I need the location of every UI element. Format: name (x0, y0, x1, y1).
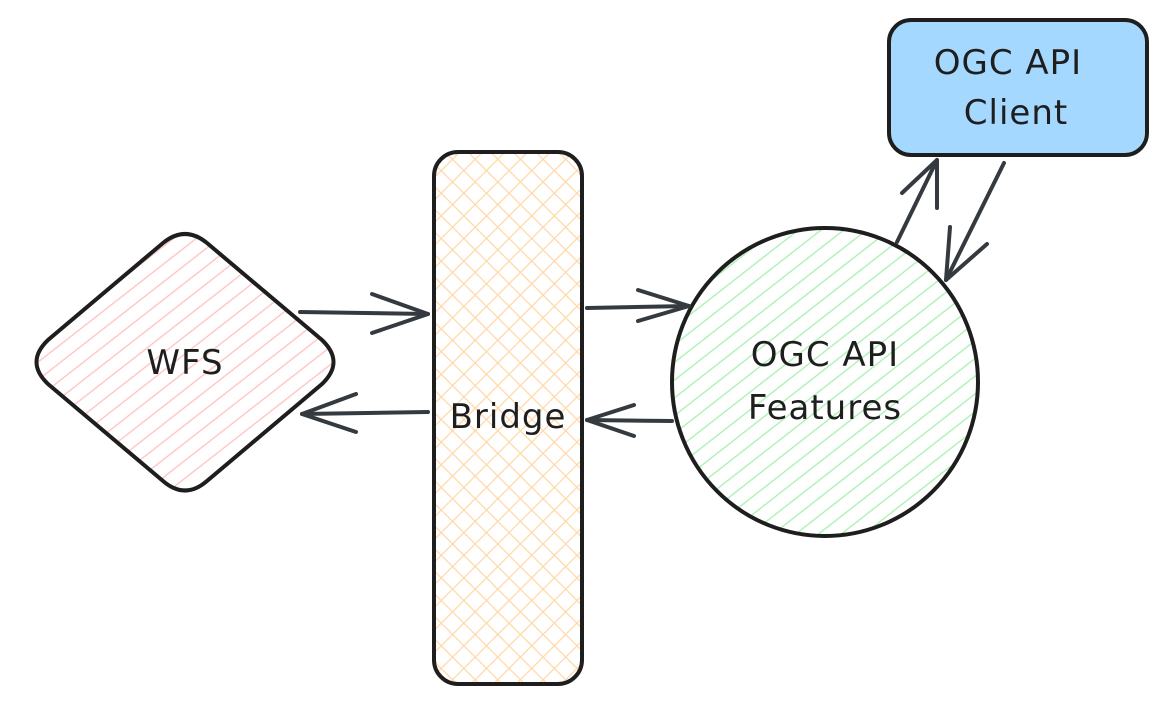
wfs-node[interactable]: WFS (34, 232, 336, 493)
arrow-wfs-to-bridge (298, 292, 430, 335)
bridge-label: Bridge (450, 397, 567, 437)
arrow-bridge-to-wfs (300, 392, 430, 434)
ogc-api-client-node[interactable]: OGC API Client (887, 18, 1149, 157)
client-label-line1: OGC API (934, 43, 1082, 83)
features-label-line1: OGC API (751, 335, 899, 375)
wfs-label: WFS (146, 343, 223, 383)
arrow-client-to-features (944, 161, 1006, 282)
client-label-line2: Client (964, 93, 1068, 133)
features-ellipse-shape (670, 226, 980, 538)
wfs-diamond-shape (34, 232, 336, 493)
arrow-bridge-to-features (585, 288, 691, 323)
arrow-features-to-client (895, 158, 939, 244)
client-rect-shape (887, 18, 1149, 157)
bridge-rect-shape (432, 150, 584, 686)
bridge-node[interactable]: Bridge (432, 150, 584, 686)
ogc-api-features-node[interactable]: OGC API Features (670, 226, 980, 538)
arrow-features-to-bridge (585, 403, 674, 438)
features-label-line2: Features (748, 388, 902, 428)
